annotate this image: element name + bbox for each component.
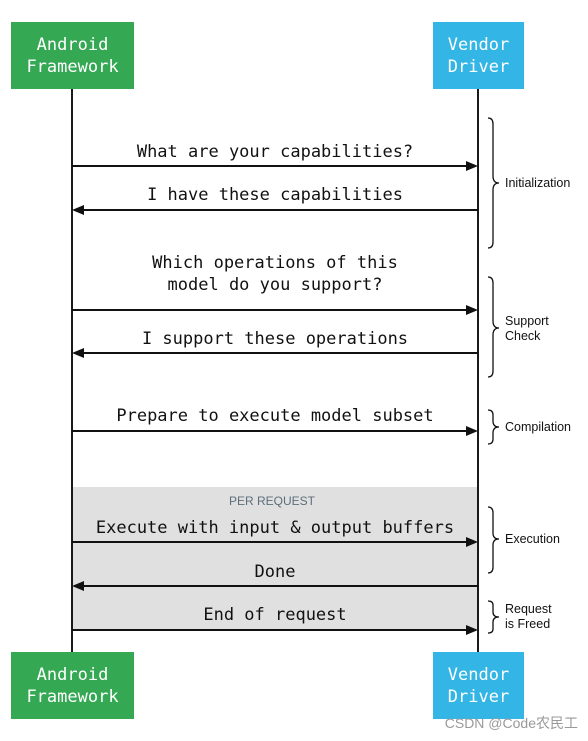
phase-line: Execution xyxy=(505,532,560,546)
message-line: What are your capabilities? xyxy=(136,142,414,162)
arrow-right xyxy=(72,426,478,436)
message-line: Which operations of this xyxy=(152,253,398,273)
phase-brace xyxy=(487,409,500,445)
phase-brace xyxy=(487,276,500,378)
phase-line: Initialization xyxy=(505,176,571,190)
participant-label-line: Driver xyxy=(447,56,510,77)
message-line: Execute with input & output buffers xyxy=(95,518,455,538)
arrow-right xyxy=(72,625,478,635)
per-request-label: PER REQUEST xyxy=(228,494,315,508)
arrow-right xyxy=(72,161,478,171)
android-framework-box-top: Android Framework xyxy=(11,22,134,89)
phase-brace xyxy=(487,506,500,574)
participant-label-line: Framework xyxy=(26,686,119,707)
participant-label-line: Framework xyxy=(26,56,119,77)
participant-label-line: Android xyxy=(36,34,109,55)
watermark: CSDN @Code农民工 xyxy=(444,715,578,731)
arrow-left xyxy=(72,348,478,358)
phase-line: Compilation xyxy=(505,420,572,434)
vendor-driver-box-top: Vendor Driver xyxy=(433,22,524,89)
message-line: model do you support? xyxy=(167,275,383,295)
participant-label-line: Driver xyxy=(447,686,510,707)
android-lifeline xyxy=(71,89,73,652)
participant-label-line: Vendor xyxy=(447,34,510,55)
phase-label-support-check: Support Check xyxy=(505,314,549,344)
message-line: I have these capabilities xyxy=(147,185,403,205)
arrow-right xyxy=(72,305,478,315)
arrow-left xyxy=(72,581,478,591)
message-done: Done xyxy=(75,561,475,583)
message-line: End of request xyxy=(203,605,347,625)
phase-line: Support xyxy=(505,314,549,328)
phase-label-request-freed: Request is Freed xyxy=(505,602,552,632)
message-prepare: Prepare to execute model subset xyxy=(75,405,475,427)
message-line: I support these operations xyxy=(141,329,409,349)
arrow-right xyxy=(72,537,478,547)
phase-label-compilation: Compilation xyxy=(505,420,571,435)
message-operations-reply: I support these operations xyxy=(75,328,475,350)
participant-label-line: Android xyxy=(36,664,109,685)
phase-line: is Freed xyxy=(505,617,551,631)
phase-label-initialization: Initialization xyxy=(505,176,570,191)
vendor-driver-box-bottom: Vendor Driver xyxy=(433,652,524,719)
vendor-lifeline xyxy=(477,89,479,652)
participant-label-line: Vendor xyxy=(447,664,510,685)
phase-brace xyxy=(487,117,500,249)
message-capabilities-reply: I have these capabilities xyxy=(75,184,475,206)
message-end-of-request: End of request xyxy=(75,604,475,626)
arrow-left xyxy=(72,205,478,215)
message-line: Done xyxy=(254,562,296,582)
message-execute: Execute with input & output buffers xyxy=(75,517,475,539)
message-capabilities-request: What are your capabilities? xyxy=(75,141,475,163)
android-framework-box-bottom: Android Framework xyxy=(11,652,134,719)
per-request-band xyxy=(72,487,478,630)
phase-label-execution: Execution xyxy=(505,532,560,547)
phase-line: Request xyxy=(505,602,552,616)
phase-line: Check xyxy=(505,329,541,343)
message-line: Prepare to execute model subset xyxy=(116,406,434,426)
message-operations-request: Which operations of this model do you su… xyxy=(75,252,475,296)
phase-brace xyxy=(487,600,500,634)
